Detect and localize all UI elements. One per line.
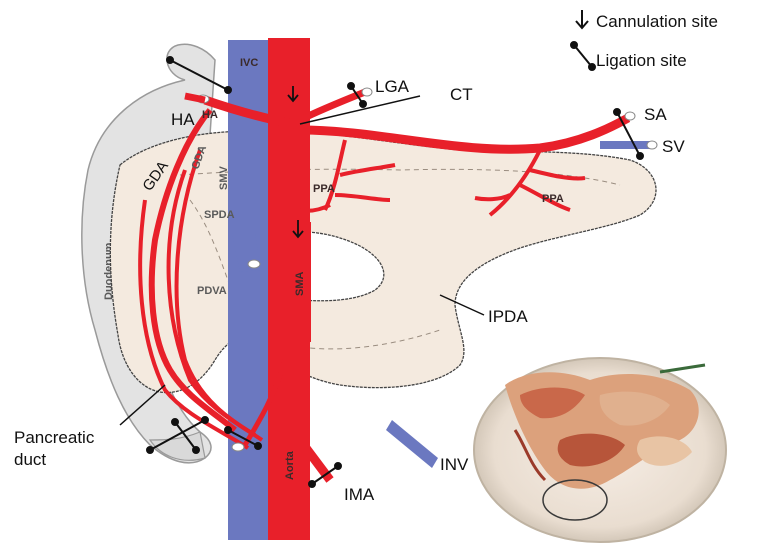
ppa-right-label: PPA [542,193,564,205]
legend-cannulation-icon [576,10,588,28]
specimen-photo [474,358,726,542]
smv-cannula [248,260,260,268]
ipda-label: IPDA [488,307,528,326]
lower-cannula [232,443,244,451]
legend-ligation-label: Ligation site [596,51,687,70]
lga-label: LGA [375,77,410,96]
ct-label: CT [450,85,473,104]
pdva-label: PDVA [197,285,227,297]
ha-label: HA [171,110,195,129]
sv-cannula [647,141,657,149]
sma-label: SMA [294,272,306,297]
sa-label: SA [644,105,667,124]
aorta-label: Aorta [284,450,296,480]
ha-stub [185,96,205,100]
sv-label: SV [662,137,685,156]
spda-label: SPDA [204,209,235,221]
ima-label: IMA [344,485,375,504]
legend-cannulation-label: Cannulation site [596,12,718,31]
inv-label: INV [440,455,469,474]
lga-cannula [362,88,372,96]
inv-vessel [386,420,438,468]
sa-cannula [625,112,635,120]
pancreatic-duct-label-1: Pancreatic [14,428,95,447]
pancreatic-duct-label-2: duct [14,450,46,469]
legend-ligation-icon [571,42,595,70]
ivc-label: IVC [240,57,258,69]
smv-label: SMV [218,166,230,191]
ha-small-label: HA [202,109,218,121]
legend: Cannulation site Ligation site [571,10,718,70]
ppa-left-label: PPA [313,183,335,195]
